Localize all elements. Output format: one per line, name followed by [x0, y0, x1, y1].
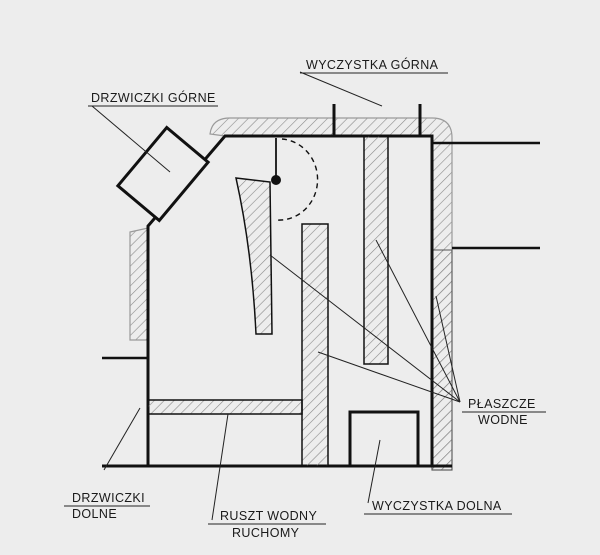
label-water-jackets-1: PŁASZCZE	[468, 397, 536, 411]
leader-lower-cleanout	[367, 439, 381, 504]
label-lower-door-2: DOLNE	[72, 507, 117, 521]
flue-baffle	[235, 177, 273, 335]
water-panel-upper	[363, 135, 389, 365]
label-upper-cleanout: WYCZYSTKA GÓRNA	[306, 57, 439, 72]
leader-grate	[211, 413, 229, 521]
lower-cleanout-box	[348, 410, 420, 468]
upper-door	[115, 125, 211, 223]
left-jacket	[129, 227, 149, 341]
leader-upper-door	[91, 105, 171, 173]
water-panel-middle	[301, 223, 329, 467]
boiler-body-outline	[146, 134, 434, 466]
leader-lines	[91, 71, 461, 521]
label-upper-door: DRZWICZKI GÓRNE	[91, 90, 216, 105]
label-water-jackets-2: WODNE	[478, 413, 528, 427]
baffle-hinge	[271, 175, 281, 185]
leader-jacket-3	[317, 351, 461, 403]
outer-jacket	[209, 117, 453, 471]
right-water-jacket	[431, 249, 453, 471]
label-lower-cleanout: WYCZYSTKA DOLNA	[372, 499, 502, 513]
label-lower-door-1: DRZWICZKI	[72, 491, 145, 505]
leader-upper-cleanout	[299, 71, 383, 107]
leader-jacket-4	[435, 295, 461, 403]
leader-jacket-1	[269, 254, 461, 403]
label-grate-2: RUCHOMY	[232, 526, 300, 540]
leader-jacket-2	[375, 239, 461, 403]
leader-lower-door	[103, 407, 141, 471]
water-grate	[147, 399, 303, 415]
baffle-swing-arc	[275, 138, 319, 221]
label-grate-1: RUSZT WODNY	[220, 509, 317, 523]
